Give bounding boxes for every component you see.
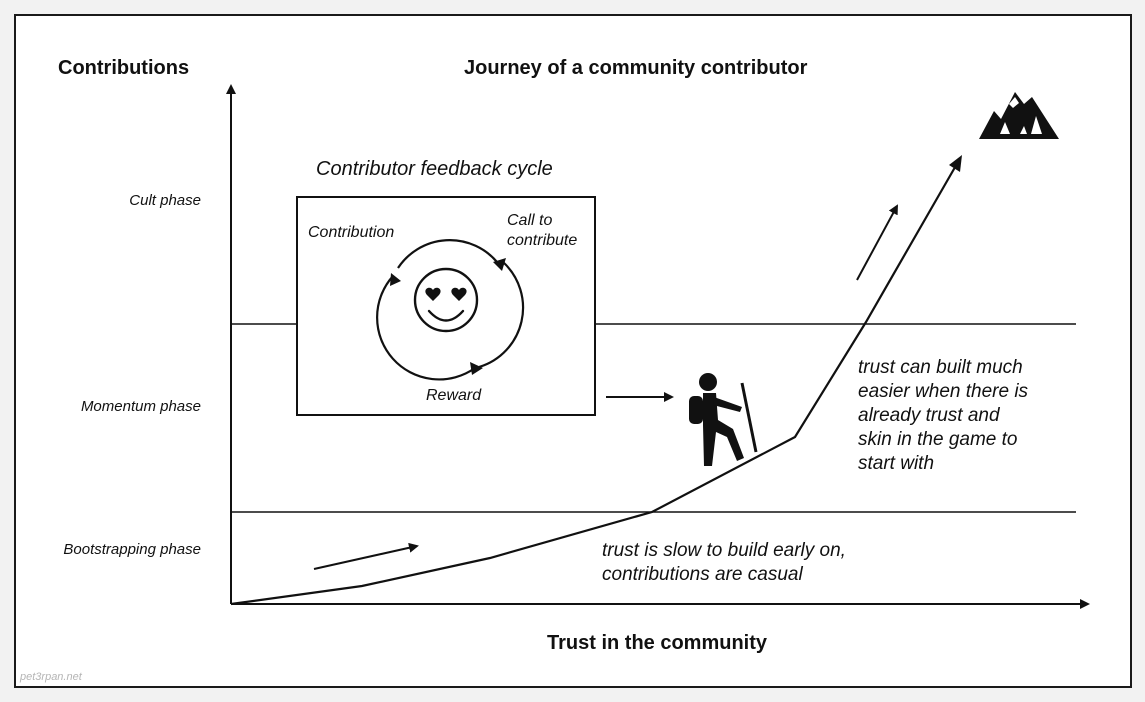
phase-label-cult: Cult phase: [129, 192, 201, 209]
smiley-heart-eyes-icon: [413, 267, 479, 333]
watermark: pet3rpan.net: [20, 671, 82, 683]
later-note-line-4: skin in the game to: [858, 429, 1018, 450]
feedback-cycle-title: Contributor feedback cycle: [316, 158, 553, 180]
later-note-line-1: trust can built much: [858, 357, 1023, 378]
cycle-arrows: [376, 239, 525, 381]
early-note-line-2: contributions are casual: [602, 564, 803, 585]
cycle-label-contribution: Contribution: [308, 224, 395, 241]
late-direction-arrow: [856, 204, 898, 281]
early-direction-arrow: [313, 542, 419, 570]
phase-label-bootstrapping: Bootstrapping phase: [63, 541, 201, 558]
later-note-line-3: already trust and: [858, 405, 1000, 426]
cycle-label-call-to-contribute-1: Call to: [507, 212, 553, 229]
hiker-icon: [689, 373, 758, 466]
trust-curve-arrowhead: [949, 155, 962, 172]
cycle-label-call-to-contribute-2: contribute: [507, 232, 578, 249]
diagram-title: Journey of a community contributor: [464, 57, 808, 79]
cycle-label-reward: Reward: [426, 387, 482, 404]
phase-label-momentum: Momentum phase: [80, 398, 201, 415]
trust-curve: [230, 161, 959, 606]
early-note-line-1: trust is slow to build early on,: [602, 540, 846, 561]
y-axis-label: Contributions: [58, 57, 190, 79]
later-note-line-5: start with: [858, 453, 935, 474]
mountain-icon: [979, 92, 1059, 139]
cycle-arrowheads: [390, 258, 506, 375]
later-note-line-2: easier when there is: [858, 381, 1029, 402]
x-axis-label: Trust in the community: [547, 632, 768, 654]
